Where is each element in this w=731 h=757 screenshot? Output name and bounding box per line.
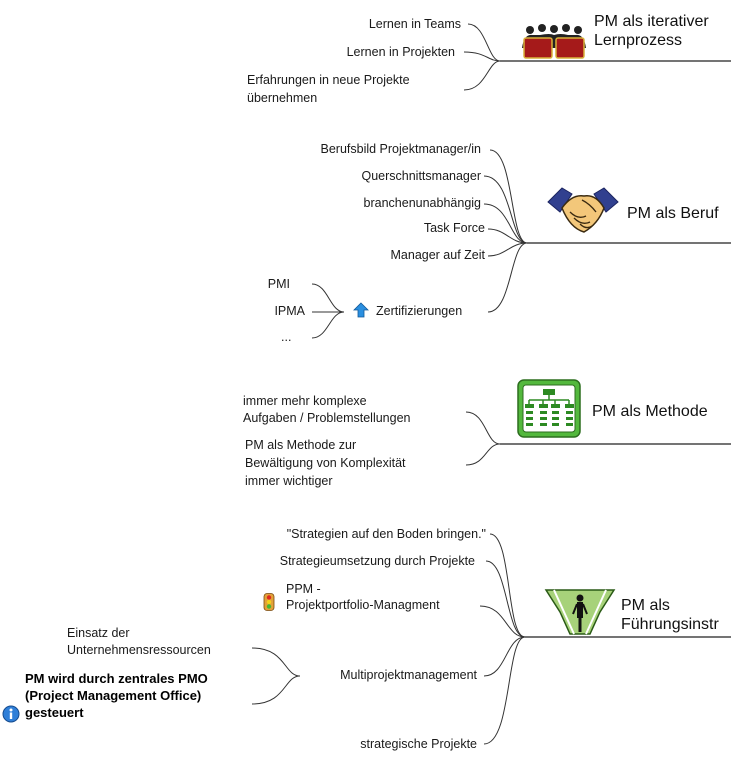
- topic-4-title-line1[interactable]: PM als: [621, 597, 670, 614]
- topic-4-child-1[interactable]: "Strategien auf den Boden bringen.": [286, 527, 486, 541]
- zert-child-ipma[interactable]: IPMA: [274, 304, 305, 318]
- topic-2-child-3[interactable]: branchenunabhängig: [363, 196, 481, 210]
- ppm-line2[interactable]: Projektportfolio-Managment: [286, 598, 440, 612]
- info-icon: [2, 705, 20, 723]
- traffic-light-icon: [263, 593, 275, 611]
- topic-1-child-3-line2[interactable]: übernehmen: [247, 91, 318, 105]
- person-funnel-icon: [544, 588, 616, 636]
- topic-4-child-multiprojekt[interactable]: Multiprojektmanagement: [340, 668, 477, 682]
- topic-1-child-1[interactable]: Lernen in Teams: [368, 17, 461, 31]
- topic-3-child-2-line2[interactable]: Bewältigung von Komplexität: [245, 456, 406, 470]
- multi-child-2-line1[interactable]: PM wird durch zentrales PMO: [25, 671, 208, 686]
- topic-1-title-line1[interactable]: PM als iterativer: [594, 13, 709, 30]
- arrow-up-icon: [353, 302, 369, 318]
- multi-child-1-line2[interactable]: Unternehmensressourcen: [67, 643, 211, 657]
- multi-child-1-line1[interactable]: Einsatz der: [67, 626, 130, 640]
- topic-2-title[interactable]: PM als Beruf: [627, 205, 719, 222]
- handshake-icon: [546, 182, 620, 238]
- topic-3-title[interactable]: PM als Methode: [592, 403, 708, 420]
- team-people-icon: [520, 24, 588, 60]
- topic-4-title-line2[interactable]: Führungsinstr: [621, 616, 719, 633]
- topic-2-child-zertifizierungen[interactable]: Zertifizierungen: [376, 304, 463, 318]
- topic-3-child-2-line3[interactable]: immer wichtiger: [245, 474, 333, 488]
- topic-2-child-2[interactable]: Querschnittsmanager: [361, 169, 481, 183]
- topic-1-title-line2[interactable]: Lernprozess: [594, 32, 683, 49]
- topic-3-child-1-line2[interactable]: Aufgaben / Problemstellungen: [243, 411, 411, 425]
- topic-1-child-3-line1[interactable]: Erfahrungen in neue Projekte: [247, 73, 410, 87]
- ppm-line1[interactable]: PPM -: [286, 582, 321, 596]
- topic-3-child-2-line1[interactable]: PM als Methode zur: [245, 438, 357, 452]
- topic-2-child-1[interactable]: Berufsbild Projektmanager/in: [320, 142, 482, 156]
- multi-child-2-line3[interactable]: gesteuert: [25, 705, 84, 720]
- topic-1-child-2[interactable]: Lernen in Projekten: [346, 45, 455, 59]
- topic-2-child-5[interactable]: Manager auf Zeit: [390, 248, 486, 262]
- zert-child-more[interactable]: ...: [281, 330, 292, 344]
- zert-child-pmi[interactable]: PMI: [267, 277, 290, 291]
- topic-4-child-2[interactable]: Strategieumsetzung durch Projekte: [279, 554, 475, 568]
- multi-child-2-line2[interactable]: (Project Management Office): [25, 688, 202, 703]
- topic-4-child-strategisch[interactable]: strategische Projekte: [360, 737, 477, 751]
- org-chart-icon: [517, 379, 581, 438]
- topic-3-child-1-line1[interactable]: immer mehr komplexe: [243, 394, 367, 408]
- topic-2-child-4[interactable]: Task Force: [423, 221, 485, 235]
